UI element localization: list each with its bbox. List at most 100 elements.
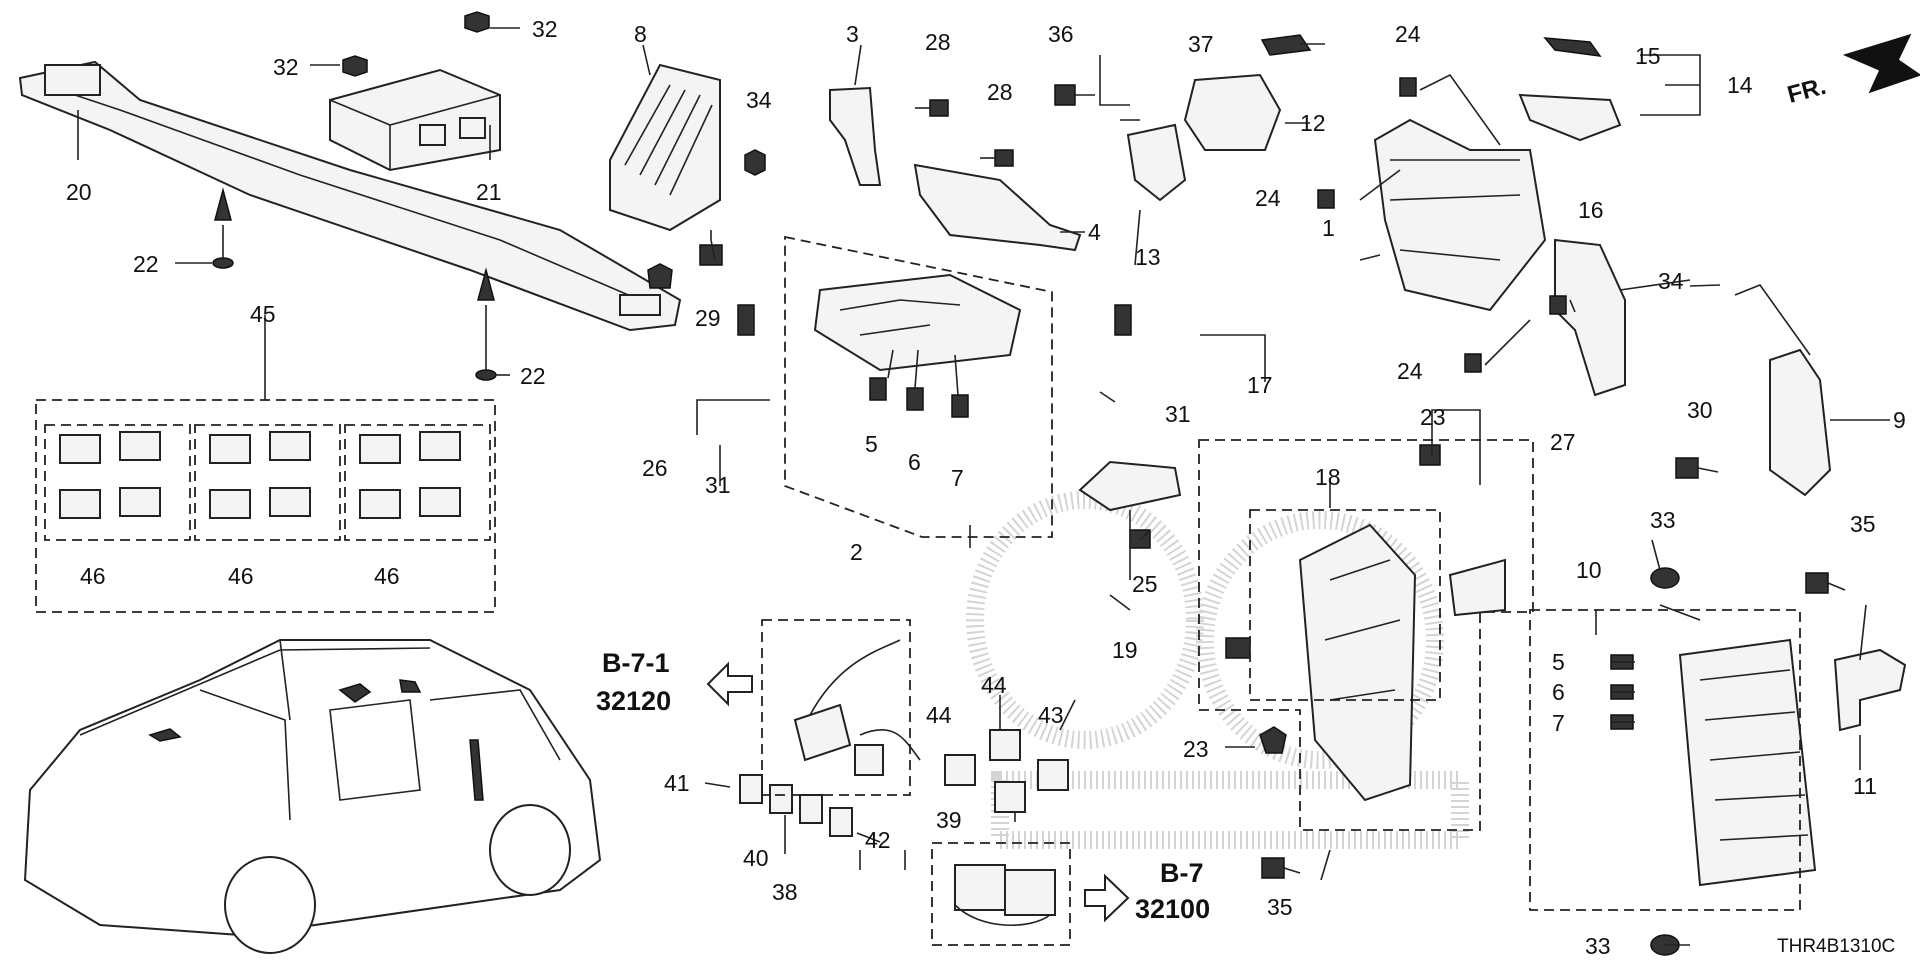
label-34a[interactable]: 34 — [746, 87, 772, 113]
vehicle-outline — [23, 639, 602, 954]
label-41[interactable]: 41 — [664, 770, 690, 796]
label-46b[interactable]: 46 — [228, 563, 254, 589]
front-direction-label: FR. — [1785, 73, 1829, 109]
part-22-screws — [212, 187, 497, 381]
part-13-bracket — [1126, 123, 1187, 202]
label-10[interactable]: 10 — [1576, 557, 1602, 583]
label-26[interactable]: 26 — [642, 455, 668, 481]
part-16-module — [1554, 238, 1626, 397]
label-36[interactable]: 36 — [1048, 21, 1074, 47]
part-9-module — [1769, 348, 1832, 497]
part-11-bracket — [1833, 648, 1907, 732]
label-45[interactable]: 45 — [250, 301, 276, 327]
label-46c[interactable]: 46 — [374, 563, 400, 589]
label-43[interactable]: 43 — [1038, 702, 1064, 728]
label-7a[interactable]: 7 — [951, 465, 964, 491]
fasteners-right — [1225, 295, 1846, 956]
label-24a[interactable]: 24 — [1395, 21, 1421, 47]
ref-b71-code[interactable]: 32120 — [596, 686, 671, 716]
label-15[interactable]: 15 — [1635, 43, 1661, 69]
part-15-key-blade — [1543, 37, 1602, 57]
label-16[interactable]: 16 — [1578, 197, 1604, 223]
label-24b[interactable]: 24 — [1255, 185, 1281, 211]
ref-b7-section[interactable]: B-7 — [1160, 858, 1204, 888]
label-39[interactable]: 39 — [936, 807, 962, 833]
label-22a[interactable]: 22 — [133, 251, 159, 277]
part-12-module — [1183, 73, 1282, 151]
diagram-code: THR4B1310C — [1777, 936, 1895, 957]
label-22b[interactable]: 22 — [520, 363, 546, 389]
label-5a[interactable]: 5 — [865, 431, 878, 457]
label-21[interactable]: 21 — [476, 179, 502, 205]
part-1-unit — [1373, 118, 1547, 312]
part-4-bracket — [913, 163, 1082, 252]
bolts — [647, 84, 1132, 336]
part-32-nuts — [342, 11, 490, 77]
label-35b[interactable]: 35 — [1267, 894, 1293, 920]
label-44b[interactable]: 44 — [981, 672, 1007, 698]
connector-sets — [44, 424, 491, 541]
label-14[interactable]: 14 — [1727, 72, 1753, 98]
label-17[interactable]: 17 — [1247, 372, 1273, 398]
leader-lines — [77, 27, 1890, 946]
label-25[interactable]: 25 — [1132, 571, 1158, 597]
part-2-fuse-box — [813, 273, 1022, 418]
label-11[interactable]: 11 — [1853, 773, 1877, 799]
part-14-key-fob — [1518, 93, 1622, 142]
label-18[interactable]: 18 — [1315, 464, 1341, 490]
label-7b[interactable]: 7 — [1552, 710, 1565, 736]
section-references[interactable]: B-7-1 32120 B-7 32100 — [596, 648, 1210, 924]
label-33b[interactable]: 33 — [1585, 933, 1611, 959]
label-29[interactable]: 29 — [695, 305, 721, 331]
connector-b71 — [793, 639, 921, 776]
label-44a[interactable]: 44 — [926, 702, 952, 728]
part-20-harness-rail — [18, 60, 682, 332]
label-35a[interactable]: 35 — [1850, 511, 1876, 537]
part-8-module — [609, 63, 721, 232]
label-1[interactable]: 1 — [1322, 215, 1335, 241]
label-42[interactable]: 42 — [865, 827, 891, 853]
label-2[interactable]: 2 — [850, 539, 863, 565]
label-5b[interactable]: 5 — [1552, 649, 1565, 675]
ref-b7-code[interactable]: 32100 — [1135, 894, 1210, 924]
label-40[interactable]: 40 — [743, 845, 769, 871]
label-6a[interactable]: 6 — [908, 449, 921, 475]
label-19[interactable]: 19 — [1112, 637, 1138, 663]
label-23b[interactable]: 23 — [1183, 736, 1209, 762]
label-24c[interactable]: 24 — [1397, 358, 1423, 384]
part-labels[interactable]: 1 2 3 4 5 6 7 8 9 10 11 12 13 14 15 16 1… — [66, 16, 1906, 959]
label-20[interactable]: 20 — [66, 179, 92, 205]
label-32b[interactable]: 32 — [273, 54, 299, 80]
label-31b[interactable]: 31 — [1165, 401, 1191, 427]
part-21-control-unit — [329, 68, 501, 172]
label-6b[interactable]: 6 — [1552, 679, 1565, 705]
group-boxes — [35, 235, 1801, 946]
label-30[interactable]: 30 — [1687, 397, 1713, 423]
label-23a[interactable]: 23 — [1420, 404, 1446, 430]
relays — [739, 729, 1069, 837]
part-3-bracket — [829, 86, 882, 186]
ref-b71-section[interactable]: B-7-1 — [602, 648, 670, 678]
part-37-clip — [1260, 34, 1312, 56]
label-28a[interactable]: 28 — [925, 29, 951, 55]
relay-block-b7 — [954, 864, 1056, 927]
label-32a[interactable]: 32 — [532, 16, 558, 42]
front-direction-arrow — [1842, 33, 1920, 94]
label-4[interactable]: 4 — [1088, 219, 1101, 245]
label-3[interactable]: 3 — [846, 21, 859, 47]
label-28b[interactable]: 28 — [987, 79, 1013, 105]
ref-arrows — [706, 661, 1130, 923]
label-12[interactable]: 12 — [1300, 110, 1326, 136]
label-46a[interactable]: 46 — [80, 563, 106, 589]
label-13[interactable]: 13 — [1135, 244, 1161, 270]
label-33a[interactable]: 33 — [1650, 507, 1676, 533]
label-37[interactable]: 37 — [1188, 31, 1214, 57]
label-9[interactable]: 9 — [1893, 407, 1906, 433]
label-8[interactable]: 8 — [634, 21, 647, 47]
label-27[interactable]: 27 — [1550, 429, 1576, 455]
label-31a[interactable]: 31 — [705, 472, 731, 498]
label-34b[interactable]: 34 — [1658, 268, 1684, 294]
label-38[interactable]: 38 — [772, 879, 798, 905]
